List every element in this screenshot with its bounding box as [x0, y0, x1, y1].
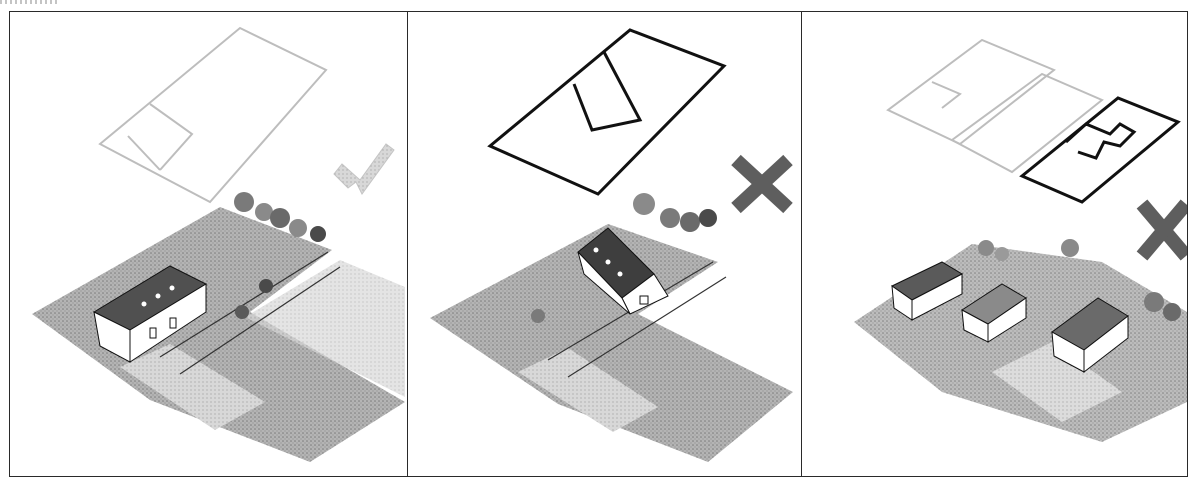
house-right	[1051, 297, 1129, 374]
site-ground	[430, 224, 793, 462]
comparison-diagram	[9, 11, 1188, 477]
site-ground	[32, 207, 405, 462]
panel-acceptable	[10, 12, 407, 476]
panel-not-acceptable-2	[802, 12, 1187, 476]
house-middle	[961, 283, 1027, 343]
cross-mark-icon	[731, 154, 793, 214]
check-mark-icon	[333, 143, 395, 195]
house-left	[891, 261, 964, 321]
top-edge-artifact	[0, 0, 60, 4]
site-ground	[854, 244, 1187, 442]
trees	[531, 193, 717, 323]
plot-outline-bold	[487, 28, 727, 196]
plot-outline-faint	[886, 38, 1104, 174]
panel-not-acceptable-1	[408, 12, 801, 476]
plot-outline-bold	[1019, 96, 1181, 204]
trees	[234, 192, 326, 319]
house-gable-roof	[92, 265, 208, 363]
cross-mark-icon	[1136, 199, 1187, 261]
house-rotated	[577, 227, 669, 315]
trees	[978, 239, 1181, 321]
plot-outline-faint	[98, 26, 328, 204]
